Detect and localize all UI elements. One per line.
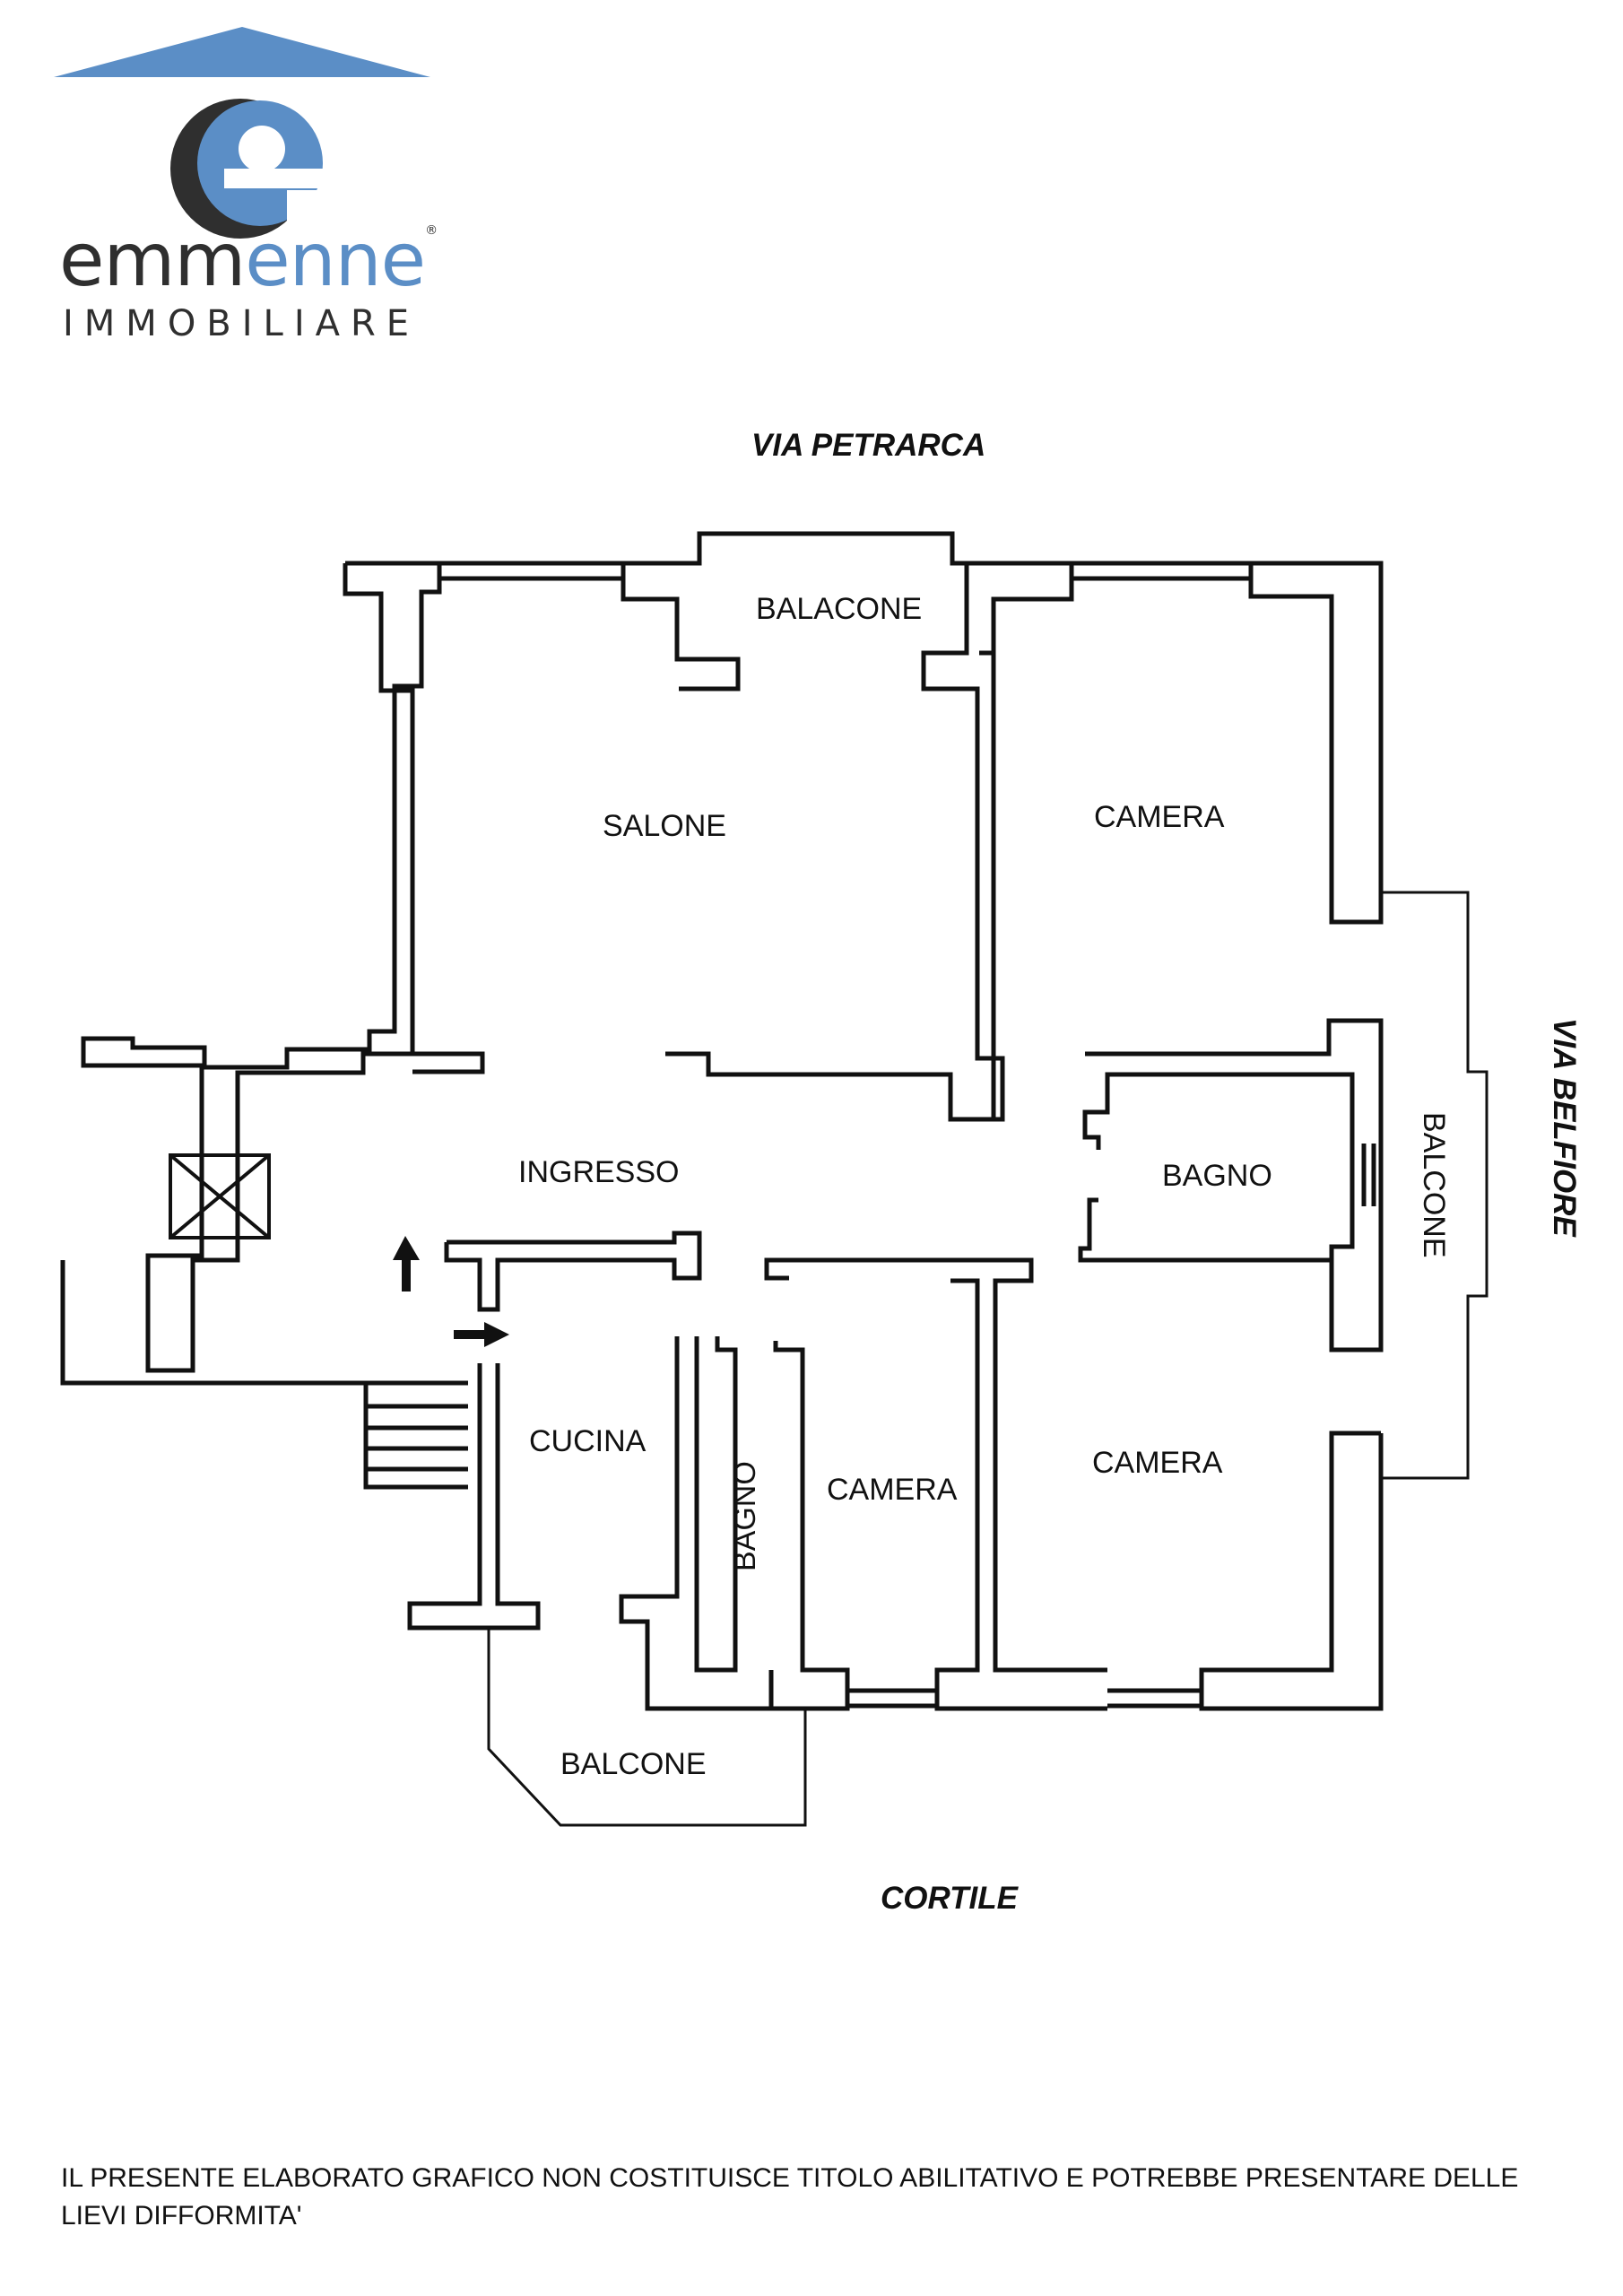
street-label-right: VIA BELFIORE — [1547, 1018, 1582, 1238]
street-label-bottom: CORTILE — [881, 1881, 1020, 1916]
wall-salone-west — [81, 561, 485, 1373]
walls — [60, 531, 1488, 1827]
room-label-camera-ne: CAMERA — [1094, 800, 1225, 834]
elevator-icon — [169, 1153, 271, 1239]
room-label-camera-middle: CAMERA — [827, 1473, 958, 1507]
room-label-balcone-right: BALCONE — [1417, 1112, 1451, 1258]
entrance-arrow-right-icon — [454, 1322, 509, 1347]
roof-icon — [54, 27, 430, 77]
logo-subtitle: IMMOBILIARE — [63, 303, 421, 344]
registered-mark: ® — [425, 223, 438, 238]
wall-camera-ne — [1248, 561, 1384, 925]
wall-cucina — [407, 1363, 541, 1631]
logo-brand-name: emmenne® — [59, 223, 438, 298]
room-label-bagno-small: BAGNO — [728, 1461, 762, 1571]
room-label-bagno-right: BAGNO — [1162, 1159, 1272, 1193]
wall-salone-north — [343, 563, 415, 1054]
room-label-balcone-bottom: BALCONE — [560, 1747, 707, 1781]
wall-bagno-right — [1082, 1018, 1384, 1352]
logo-brand-part2: enne — [245, 218, 426, 303]
room-label-balacone: BALACONE — [756, 592, 922, 626]
street-label-top: VIA PETRARCA — [751, 428, 985, 463]
wall-ingresso-south — [444, 1231, 702, 1312]
disclaimer-text: IL PRESENTE ELABORATO GRAFICO NON COSTIT… — [61, 2163, 1519, 2231]
entrance-arrow-up-icon — [393, 1236, 420, 1292]
room-label-salone: SALONE — [603, 809, 726, 843]
balcone-right-outline — [1381, 891, 1488, 1480]
room-label-ingresso: INGRESSO — [518, 1155, 679, 1189]
room-label-camera-se: CAMERA — [1092, 1446, 1223, 1480]
logo-e-mark — [170, 99, 332, 239]
wall-camera-se — [1199, 1431, 1384, 1711]
company-logo: emmenne® IMMOBILIARE — [27, 18, 457, 344]
balcone-bottom-outline — [487, 1628, 807, 1827]
wall-stair — [60, 1260, 468, 1386]
logo-brand-part1: emm — [59, 218, 246, 303]
room-label-cucina: CUCINA — [529, 1424, 647, 1458]
